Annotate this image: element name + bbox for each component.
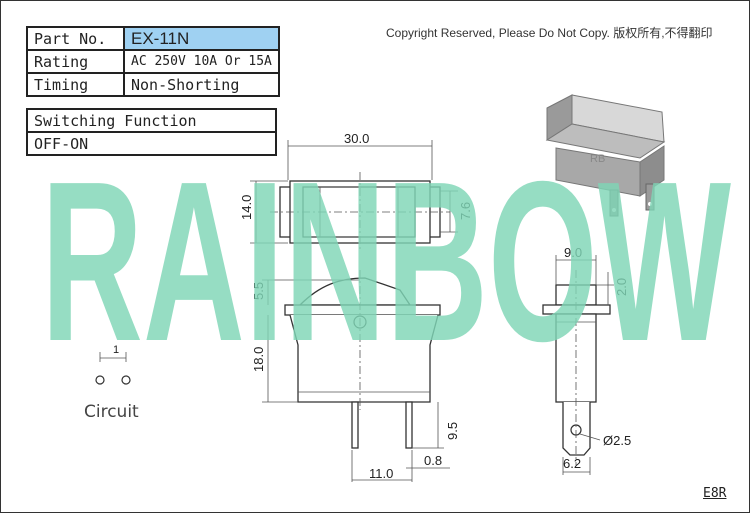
dim-top-height: 14.0 <box>239 195 254 220</box>
footer-code: E8R <box>703 486 727 501</box>
switching-label: Switching Function <box>26 108 277 133</box>
dim-rocker-height: 5.5 <box>251 282 266 300</box>
dim-hole-dia: Ø2.5 <box>603 433 631 448</box>
spec-row-part: Part No. EX-11N <box>26 26 280 51</box>
rating-label: Rating <box>26 49 125 74</box>
watermark-text: RAINBOW <box>41 135 731 360</box>
top-view: 30.0 14.0 7.6 <box>239 131 473 252</box>
spec-table: Part No. EX-11N Rating AC 250V 10A Or 15… <box>26 26 280 97</box>
timing-value: Non-Shorting <box>123 72 280 97</box>
product-mark: RB <box>590 153 605 165</box>
spec-row-rating: Rating AC 250V 10A Or 15A <box>26 49 280 74</box>
dim-top-width: 30.0 <box>344 131 369 146</box>
product-illustration: RB <box>545 94 666 217</box>
rating-value: AC 250V 10A Or 15A <box>123 49 280 74</box>
front-view: 5.5 18.0 9.5 11.0 0.8 <box>251 270 460 482</box>
circuit-terminal-b <box>121 375 131 385</box>
circuit-symbol <box>95 352 131 385</box>
circuit-terminal-a <box>95 375 105 385</box>
dim-terminal-thickness: 0.8 <box>424 453 442 468</box>
dim-terminal-pitch: 11.0 <box>369 466 393 481</box>
dim-side-flange: 2.0 <box>614 278 629 296</box>
timing-label: Timing <box>26 72 125 97</box>
part-no-label: Part No. <box>26 26 125 51</box>
dim-terminal-width: 6.2 <box>563 456 581 471</box>
switching-table: Switching Function OFF-ON <box>26 108 277 156</box>
side-view: 9.0 2.0 Ø2.5 6.2 <box>542 245 631 475</box>
circuit-number: 1 <box>113 344 120 356</box>
circuit-label: Circuit <box>84 402 139 422</box>
dim-side-width: 9.0 <box>564 245 582 260</box>
spec-row-timing: Timing Non-Shorting <box>26 72 280 97</box>
switching-value: OFF-ON <box>26 131 277 156</box>
part-no-value: EX-11N <box>123 26 280 51</box>
rainbow-watermark: RAINBOW <box>41 135 731 360</box>
copyright-notice: Copyright Reserved, Please Do Not Copy. … <box>386 26 713 40</box>
dim-body-height: 18.0 <box>251 347 266 372</box>
dim-terminal-length: 9.5 <box>445 422 460 440</box>
dim-top-inner: 7.6 <box>458 202 473 220</box>
